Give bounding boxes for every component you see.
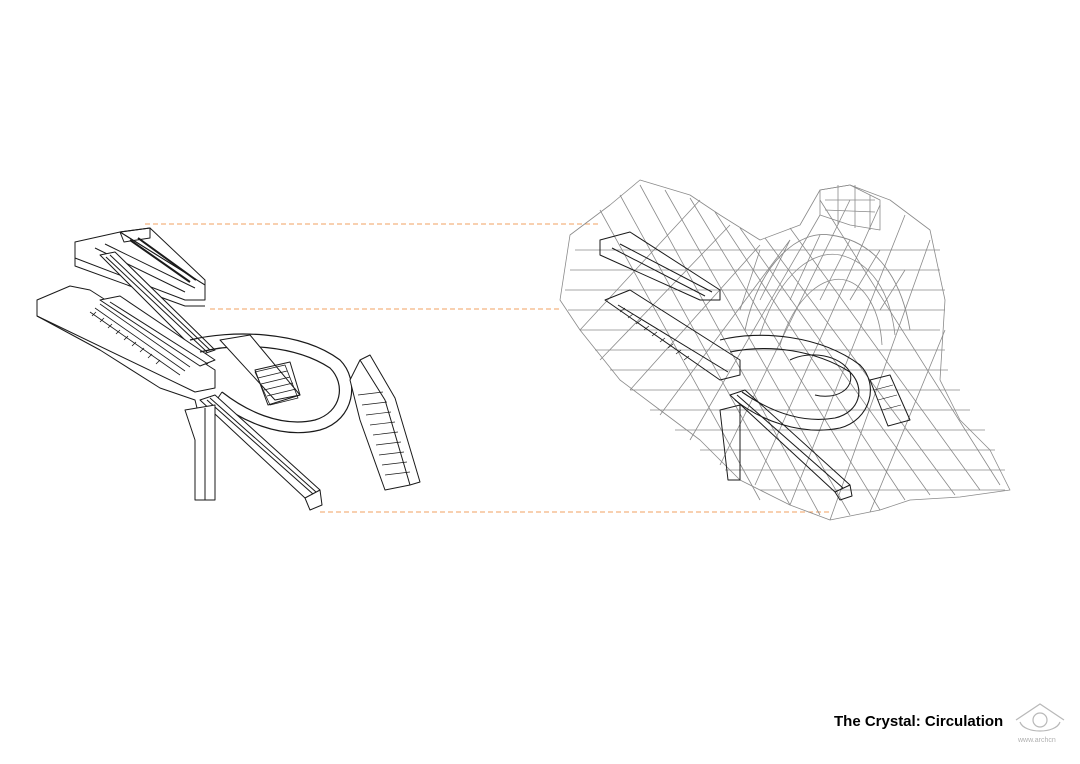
escalator-steps-left <box>89 303 191 376</box>
center-stair <box>254 364 299 406</box>
lower-escalator <box>199 394 323 511</box>
watermark-logo: www.archcn <box>1015 703 1065 744</box>
right-stair <box>349 354 421 491</box>
support-column <box>184 404 216 501</box>
leader-lines <box>145 223 830 513</box>
circulation-in-building-panel <box>559 179 1011 521</box>
building-envelope <box>559 179 1011 521</box>
spiral-ramp <box>189 333 353 434</box>
figure-caption: The Crystal: Circulation <box>834 713 1004 730</box>
internal-circulation <box>599 231 911 501</box>
circulation-isolated-panel <box>36 227 421 511</box>
middle-escalators <box>36 251 216 421</box>
watermark-text: www.archcn <box>1017 737 1056 744</box>
